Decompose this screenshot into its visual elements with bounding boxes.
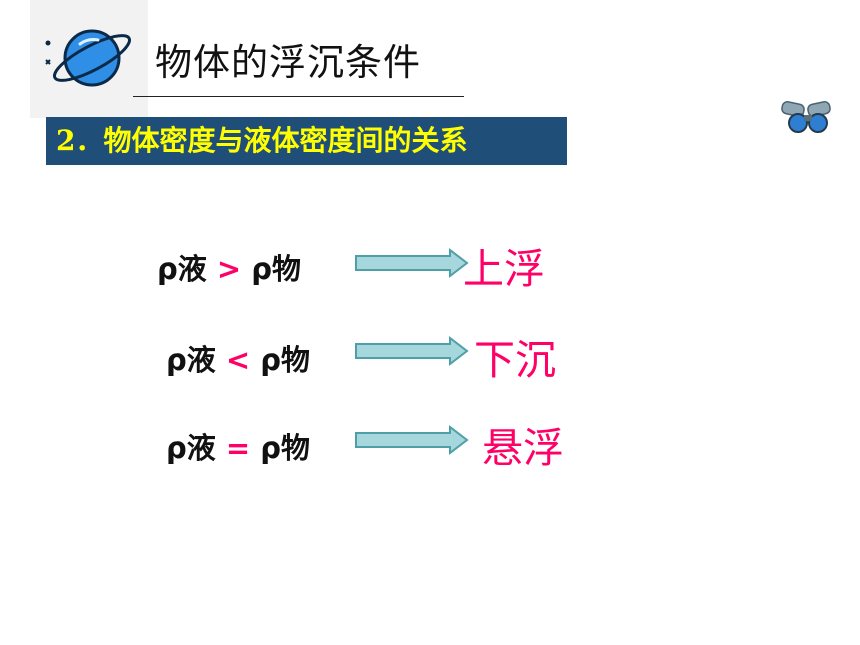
result-sink: 下沉 xyxy=(474,336,556,384)
logo-panel xyxy=(30,0,148,118)
relation-left: ρ液 xyxy=(157,252,207,286)
result-suspend: 悬浮 xyxy=(482,424,564,472)
result-float: 上浮 xyxy=(463,245,545,293)
relation-right: ρ物 xyxy=(260,431,311,465)
page-title: 物体的浮沉条件 xyxy=(155,41,421,84)
relation-expression-1: ρ液 > ρ物 xyxy=(157,246,301,288)
relation-operator: = xyxy=(225,431,251,465)
relation-left: ρ液 xyxy=(166,431,216,465)
relation-right: ρ物 xyxy=(251,252,302,286)
arrow-icon xyxy=(355,248,469,278)
relation-operator: < xyxy=(225,343,251,377)
relation-expression-3: ρ液 = ρ物 xyxy=(166,425,310,467)
arrow-icon xyxy=(355,425,469,455)
relation-left: ρ液 xyxy=(166,343,216,377)
section-heading: 2．物体密度与液体密度间的关系 xyxy=(46,117,567,165)
relation-right: ρ物 xyxy=(260,343,311,377)
relation-operator: > xyxy=(216,252,242,286)
arrow-icon xyxy=(355,336,469,366)
relation-expression-2: ρ液 < ρ物 xyxy=(166,337,310,379)
planet-icon xyxy=(45,29,132,87)
binoculars-icon xyxy=(781,101,831,133)
title-underline xyxy=(133,96,464,97)
